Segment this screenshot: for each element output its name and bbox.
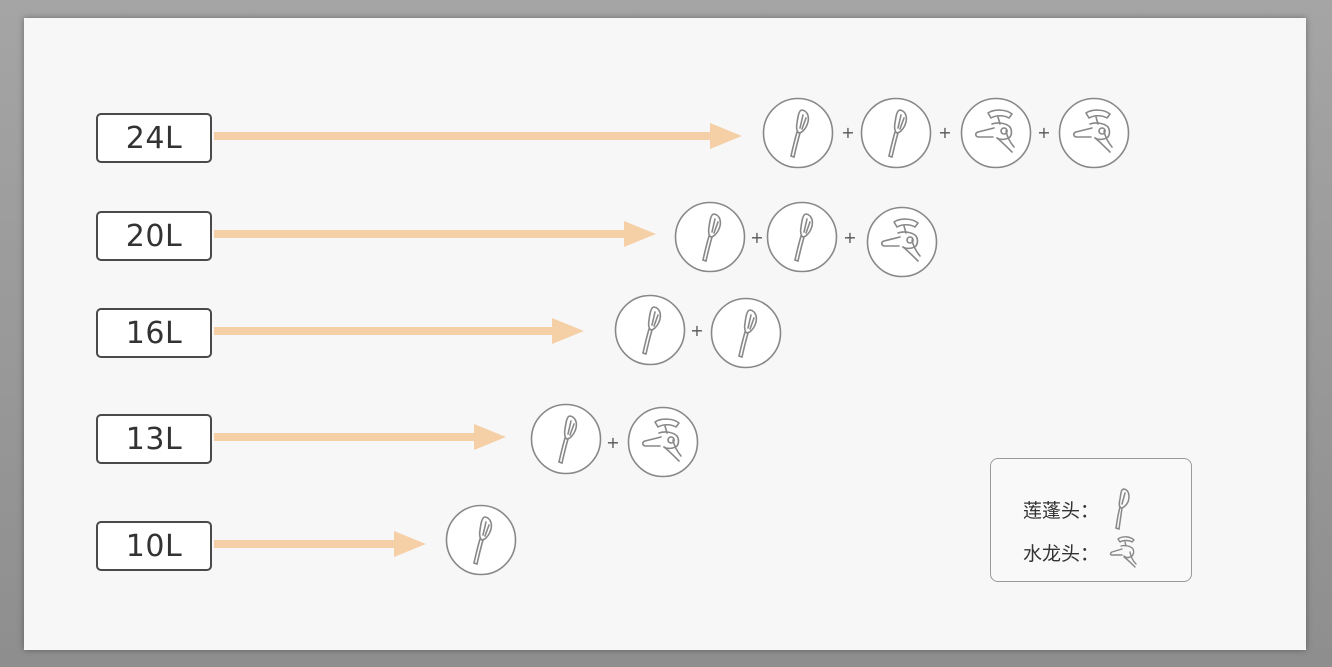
- faucet-icon: [1109, 536, 1137, 568]
- capacity-label: 16L: [125, 315, 183, 351]
- faucet-icon: [627, 406, 699, 478]
- shower-head-icon: [530, 403, 602, 475]
- legend-row-shower-head: 莲蓬头：: [1023, 487, 1133, 531]
- shower-head-icon: [1115, 488, 1130, 530]
- plus-sign: +: [606, 433, 620, 452]
- flow-arrow: [214, 424, 506, 450]
- flow-arrow: [214, 123, 742, 149]
- arrow-shape: [214, 221, 656, 247]
- shower-head-icon: [445, 504, 517, 576]
- legend-label-faucet: 水龙头：: [1023, 542, 1100, 565]
- plus-sign: +: [841, 123, 855, 142]
- flow-arrow: [214, 318, 584, 344]
- shower-head-icon: [674, 201, 746, 273]
- arrow-shape: [214, 123, 742, 149]
- arrow-shape: [214, 531, 426, 557]
- capacity-box-13l: 13L: [96, 414, 212, 464]
- arrow-shape: [214, 424, 506, 450]
- capacity-label: 20L: [125, 218, 183, 254]
- flow-arrow: [214, 221, 656, 247]
- capacity-box-16l: 16L: [96, 308, 212, 358]
- capacity-box-20l: 20L: [96, 211, 212, 261]
- faucet-icon: [960, 97, 1032, 169]
- legend-row-faucet: 水龙头：: [1023, 535, 1141, 569]
- plus-sign: +: [690, 321, 704, 340]
- capacity-label: 13L: [125, 421, 183, 457]
- shower-head-icon: [860, 97, 932, 169]
- faucet-icon: [866, 206, 938, 278]
- arrow-shape: [214, 318, 584, 344]
- capacity-box-24l: 24L: [96, 113, 212, 163]
- shower-head-icon: [710, 297, 782, 369]
- legend-box: 莲蓬头： 水龙头：: [990, 458, 1192, 582]
- shower-head-icon: [766, 201, 838, 273]
- capacity-label: 24L: [125, 120, 183, 156]
- plus-sign: +: [1037, 123, 1051, 142]
- legend-label-shower-head: 莲蓬头：: [1023, 499, 1100, 522]
- capacity-box-10l: 10L: [96, 521, 212, 571]
- plus-sign: +: [938, 123, 952, 142]
- faucet-icon: [1058, 97, 1130, 169]
- plus-sign: +: [843, 228, 857, 247]
- shower-head-icon: [614, 294, 686, 366]
- capacity-label: 10L: [125, 528, 183, 564]
- plus-sign: +: [750, 228, 764, 247]
- flow-arrow: [214, 531, 426, 557]
- shower-head-icon: [762, 97, 834, 169]
